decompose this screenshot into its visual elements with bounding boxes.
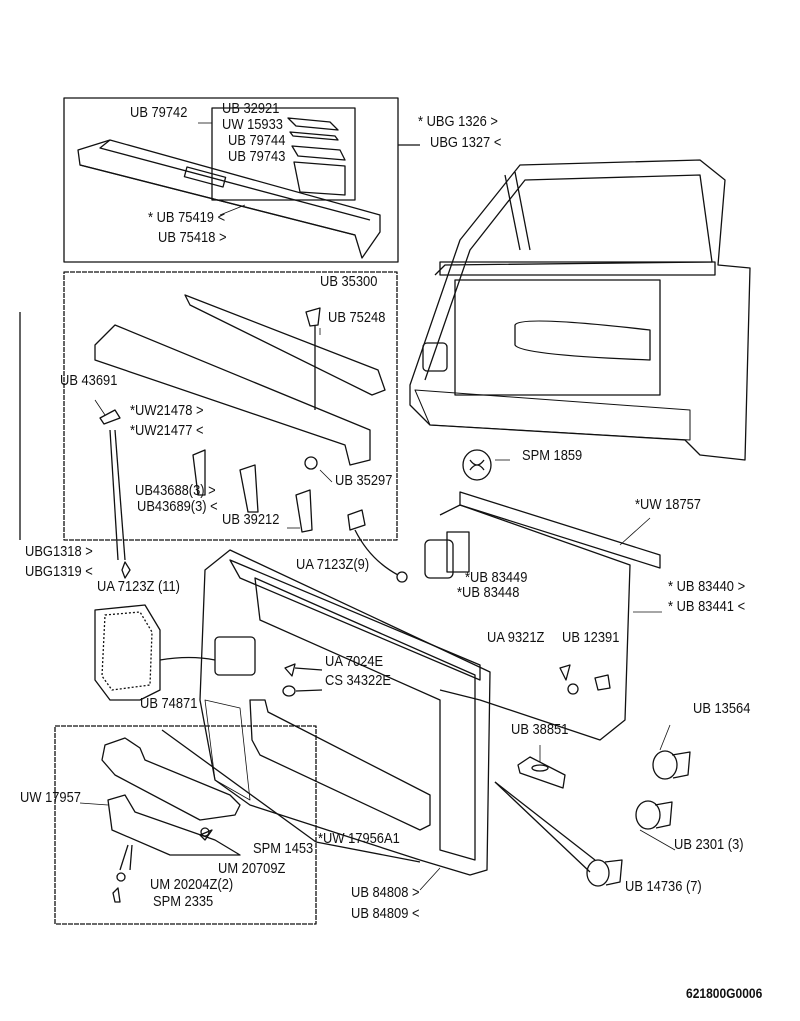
part-label-um20709z: UM 20709Z <box>218 860 286 877</box>
part-label-uw21478: *UW21478 > <box>130 402 204 419</box>
part-label-ub38851: UB 38851 <box>511 721 569 738</box>
trim-clip-ub13564 <box>652 750 691 780</box>
trim-clip-ub14736 <box>586 859 623 887</box>
part-label-ub74871: UB 74871 <box>140 695 198 712</box>
part-label-uw15933: UW 15933 <box>222 116 283 133</box>
part-label-ub43691: UB 43691 <box>60 372 118 389</box>
part-label-uw17956a1: *UW 17956A1 <box>318 830 400 847</box>
part-label-ub43689: UB43689(3) < <box>137 498 218 515</box>
speaker-grille <box>94 604 161 701</box>
part-label-ua9321z: UA 9321Z <box>487 629 545 646</box>
part-label-ub35300: UB 35300 <box>320 273 378 290</box>
part-label-ub79744: UB 79744 <box>228 132 286 149</box>
part-label-spm1859: SPM 1859 <box>522 447 583 464</box>
part-label-ubg1326: * UBG 1326 > <box>418 113 498 130</box>
part-label-spm1453: SPM 1453 <box>253 840 314 857</box>
part-label-ub43688: UB43688(3) > <box>135 482 216 499</box>
part-label-uw18757: *UW 18757 <box>635 496 701 513</box>
part-label-ub84808: UB 84808 > <box>351 884 420 901</box>
part-label-ua7123z11: UA 7123Z (11) <box>97 578 180 595</box>
window-seal <box>184 294 386 396</box>
group-box-top <box>63 97 399 263</box>
group-box-middle <box>63 271 398 541</box>
group-box-tray <box>211 107 356 201</box>
armrest-top <box>101 737 241 821</box>
trim-clip-ub2301 <box>635 800 673 830</box>
part-label-ub35297: UB 35297 <box>335 472 393 489</box>
part-label-ub75419: * UB 75419 < <box>148 209 226 226</box>
part-label-ub32921: UB 32921 <box>222 100 280 117</box>
armrest-base <box>107 794 241 856</box>
part-label-um20204z: UM 20204Z(2) <box>150 876 234 893</box>
capping-rail-middle <box>94 324 371 466</box>
part-label-uw17957: UW 17957 <box>20 789 81 806</box>
part-label-ubg1318: UBG1318 > <box>25 543 93 560</box>
part-label-ub83440: * UB 83440 > <box>668 578 746 595</box>
door-trim-panel <box>199 549 491 876</box>
part-label-ub75248: UB 75248 <box>328 309 386 326</box>
part-label-ub39212: UB 39212 <box>222 511 280 528</box>
part-label-ub2301: UB 2301 (3) <box>674 836 744 853</box>
part-label-ub79742: UB 79742 <box>130 104 188 121</box>
part-label-spm2335: SPM 2335 <box>153 893 214 910</box>
diagram-code: 621800G0006 <box>686 985 763 1001</box>
part-label-ua7123z9: UA 7123Z(9) <box>296 556 370 573</box>
part-label-ubg1319: UBG1319 < <box>25 563 93 580</box>
group-box-armrest <box>54 725 317 925</box>
part-label-ub14736: UB 14736 (7) <box>625 878 702 895</box>
part-label-ubg1327: UBG 1327 < <box>430 134 502 151</box>
part-label-ub83449: *UB 83449 <box>465 569 528 586</box>
part-label-ub83441: * UB 83441 < <box>668 598 746 615</box>
part-label-ua7024e: UA 7024E <box>325 653 384 670</box>
part-label-ub83448: *UB 83448 <box>457 584 520 601</box>
door-shell <box>409 159 751 461</box>
part-label-ub12391: UB 12391 <box>562 629 620 646</box>
part-label-cs34322e: CS 34322E <box>325 672 391 689</box>
part-label-ub13564: UB 13564 <box>693 700 751 717</box>
part-label-ub79743: UB 79743 <box>228 148 286 165</box>
part-label-ub75418: UB 75418 > <box>158 229 227 246</box>
part-label-uw21477: *UW21477 < <box>130 422 204 439</box>
part-label-ub84809: UB 84809 < <box>351 905 420 922</box>
